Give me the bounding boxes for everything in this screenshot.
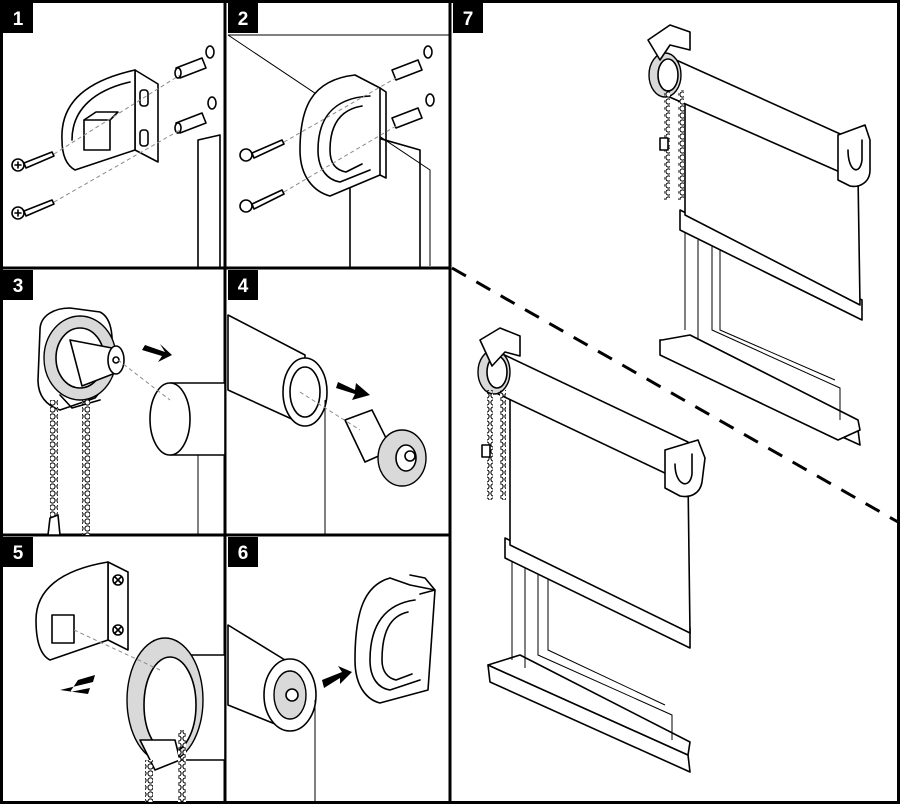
panel-6: 6: [227, 537, 436, 802]
step-badge: [228, 270, 258, 300]
step-number: 2: [238, 9, 249, 30]
bead-chain: [82, 400, 90, 535]
direction-arrow: [60, 675, 95, 694]
bracket-cover: [354, 577, 436, 704]
panel-3: 3: [3, 270, 226, 536]
installed-blind-top: [647, 24, 871, 446]
panel-7: 7: [451, 3, 899, 773]
step-number: 5: [13, 543, 24, 564]
direction-arrow: [336, 382, 370, 400]
panel-5: 5: [3, 537, 226, 802]
direction-arrow: [322, 666, 352, 688]
installed-blind-bottom: [477, 327, 706, 773]
step-number: 1: [13, 9, 24, 30]
direction-arrow: [142, 344, 172, 362]
step-badge: [228, 537, 258, 567]
bead-chain: [50, 400, 58, 535]
step-number: 3: [13, 276, 24, 297]
step-badge: [3, 3, 33, 33]
step-badge: [3, 537, 33, 567]
step-badge: [453, 3, 483, 33]
step-number: 7: [463, 9, 474, 30]
step-number: 4: [238, 276, 249, 297]
panel-1: 1: [3, 3, 221, 269]
step-badge: [3, 270, 33, 300]
divider-dashed-line: [451, 266, 899, 524]
panel-4: 4: [227, 270, 427, 535]
step-number: 6: [238, 543, 249, 564]
step-badge: [228, 3, 258, 33]
panel-2: 2: [227, 3, 450, 269]
bracket: [134, 69, 159, 163]
